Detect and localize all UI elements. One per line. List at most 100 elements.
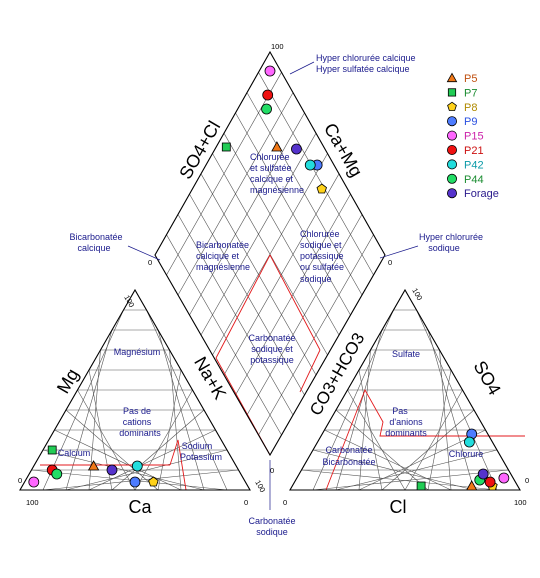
grid-line bbox=[212, 153, 328, 356]
triangle-frames bbox=[19, 50, 521, 491]
zone-chl-sod-line4: ou sulfatée bbox=[300, 262, 344, 272]
tick-ll-100-top: 100 bbox=[122, 294, 136, 309]
axis-label-camg: Ca+Mg bbox=[320, 120, 367, 181]
grid-line bbox=[54, 429, 182, 491]
grid-line bbox=[246, 214, 363, 416]
facies-boundary bbox=[215, 254, 271, 359]
sample-points bbox=[28, 65, 510, 491]
tick-right-0: 0 bbox=[388, 258, 392, 267]
grid-line bbox=[312, 449, 475, 491]
zone-carb-sod-pot-line2: sodique et bbox=[251, 344, 293, 354]
point-p7-cation bbox=[47, 445, 57, 455]
legend-label-p9: P9 bbox=[464, 116, 477, 128]
grid-line bbox=[439, 349, 452, 491]
point-p5-anion bbox=[466, 480, 478, 491]
point-p15-diamond bbox=[264, 65, 276, 77]
point-p15-anion bbox=[498, 472, 510, 484]
legend-label-p42: P42 bbox=[464, 159, 484, 171]
grid-line bbox=[223, 173, 340, 376]
zone-pas-cations-line3: dominants bbox=[119, 428, 161, 438]
diamond-frame bbox=[154, 50, 386, 457]
zone-chl-sulf-line3: calcique et bbox=[250, 174, 294, 184]
legend-marker-p21 bbox=[446, 144, 457, 155]
point-p42-cation bbox=[131, 460, 143, 472]
grid-line bbox=[77, 389, 136, 491]
zone-chl-sulf-line4: magnésienne bbox=[250, 185, 304, 195]
zone-chlorure: Chlorure bbox=[449, 449, 484, 459]
grid-line bbox=[65, 409, 159, 491]
point-p5-diamond bbox=[271, 141, 283, 152]
facies-boundaries bbox=[40, 254, 525, 491]
point-p42-diamond bbox=[304, 159, 316, 171]
tick-lr-100-bottom: 100 bbox=[514, 498, 527, 507]
leader-line bbox=[289, 61, 315, 75]
facies-boundary bbox=[325, 388, 525, 491]
tick-top-100: 100 bbox=[271, 42, 284, 51]
zone-chl-sulf-line2: et sulfatée bbox=[250, 163, 292, 173]
legend-label-p5: P5 bbox=[464, 73, 477, 85]
legend-marker-forage bbox=[446, 188, 457, 199]
zone-hyper-sodique-line1: Hyper chlorurée bbox=[419, 232, 483, 242]
anion-triangle-frame bbox=[289, 288, 521, 491]
zone-chl-sulf-line1: Chlorurée bbox=[250, 152, 290, 162]
tick-lr-0-right: 0 bbox=[525, 476, 529, 485]
zone-bic-calcique-line1: Bicarbonatée bbox=[69, 232, 122, 242]
point-p15-cation bbox=[28, 476, 40, 488]
zone-pas-anions-line3: dominants bbox=[385, 428, 427, 438]
point-forage-anion bbox=[477, 468, 489, 480]
zone-carb-sod-pot-line3: potassique bbox=[250, 355, 294, 365]
zone-carb-sodique-line2: sodique bbox=[256, 527, 288, 537]
legend-marker-p15 bbox=[446, 130, 457, 141]
point-p21-diamond bbox=[262, 89, 274, 101]
axis-label-mg: Mg bbox=[53, 365, 83, 397]
zone-magnesium: Magnésium bbox=[114, 347, 161, 357]
tick-lr-0-left: 0 bbox=[283, 498, 287, 507]
tick-ll-100-bottom: 100 bbox=[26, 498, 39, 507]
legend-marker-p7 bbox=[447, 88, 457, 97]
zone-sulfate: Sulfate bbox=[392, 349, 420, 359]
grid-line bbox=[347, 389, 406, 491]
tick-bottom-0: 0 bbox=[270, 466, 274, 475]
legend-label-p21: P21 bbox=[464, 145, 484, 157]
legend-marker-p42 bbox=[446, 159, 457, 170]
point-p44-cation bbox=[51, 468, 63, 480]
legend-label-p44: P44 bbox=[464, 174, 484, 186]
tick-ll-0-bottom: 0 bbox=[244, 498, 248, 507]
zone-carb-sod-pot-line1: Carbonatée bbox=[248, 333, 295, 343]
zone-hyper-sulfatee-calcique: Hyper sulfatée calcique bbox=[316, 64, 410, 74]
zone-sodium-line1: Sodium bbox=[182, 441, 213, 451]
facies-boundary bbox=[269, 254, 321, 351]
grid-line bbox=[416, 309, 498, 491]
leader-line bbox=[127, 245, 161, 261]
grid-lines bbox=[31, 72, 509, 491]
point-p44-diamond bbox=[261, 103, 272, 115]
point-p7-diamond bbox=[221, 142, 231, 152]
zone-calcium: Calcium bbox=[58, 448, 91, 458]
zone-pas-anions-line2: d'anions bbox=[389, 417, 423, 427]
zone-bic-mag-line1: Bicarbonatée bbox=[196, 240, 249, 250]
zone-chl-sod-line5: sodique bbox=[300, 274, 332, 284]
zone-pas-anions-line1: Pas bbox=[392, 406, 408, 416]
point-forage-diamond bbox=[291, 143, 302, 155]
grid-line bbox=[157, 329, 205, 491]
grid-line bbox=[427, 329, 475, 491]
tick-ll-0-left: 0 bbox=[18, 476, 22, 485]
tick-left-0: 0 bbox=[148, 258, 152, 267]
tick-ll-100-right: 100 bbox=[253, 479, 267, 494]
grid-line bbox=[169, 349, 182, 491]
point-p8-diamond bbox=[316, 183, 327, 194]
point-p21-anion bbox=[484, 476, 496, 488]
legend-marker-p5 bbox=[446, 72, 458, 83]
zone-sodium-line2: Potassium bbox=[180, 452, 222, 462]
axis-label-so4: SO4 bbox=[470, 357, 505, 398]
zone-carb-bic-line1: Carbonatée bbox=[325, 445, 372, 455]
tick-lr-100-top: 100 bbox=[410, 287, 424, 302]
point-p7-anion bbox=[416, 481, 426, 491]
zone-chl-sod-line3: potassique bbox=[300, 251, 344, 261]
legend-marker-p44 bbox=[446, 173, 457, 184]
grid-line bbox=[335, 409, 429, 491]
cation-triangle-frame bbox=[19, 288, 251, 491]
axis-label-ca: Ca bbox=[128, 497, 152, 517]
grid-line bbox=[134, 389, 193, 491]
